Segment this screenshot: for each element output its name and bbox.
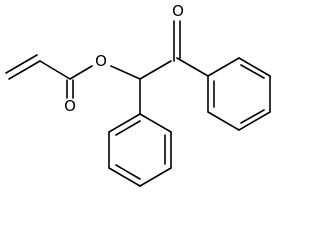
ring-inner-double-bond (115, 120, 141, 136)
methine-center (139, 60, 172, 115)
ring-bond (238, 111, 271, 131)
ketone-to-phenyl-bond (176, 57, 209, 77)
ring-bond (207, 111, 240, 131)
ring-inner-double-bond (115, 164, 141, 180)
ring-bond (108, 113, 141, 133)
ester-oxygen-label: O (95, 52, 107, 70)
ring-bond (238, 57, 271, 77)
ring-bond (139, 113, 172, 133)
phenyl-ring-lower (108, 113, 172, 187)
vinyl-group (5, 54, 71, 80)
carbonyl-to-ester-oxygen-bond (69, 65, 93, 80)
ring-bond (108, 167, 141, 187)
vinyl-double-bond-outer (5, 54, 38, 74)
ketone-oxygen-label: O (172, 2, 184, 20)
ring-inner-double-bond (240, 64, 265, 79)
vinyl-to-carbonyl-bond (39, 60, 71, 80)
ester-oxygen-to-methine-bond (110, 65, 141, 80)
ring-bond (139, 167, 172, 187)
ester-linkage: O (69, 52, 141, 80)
ketone-group: O (172, 2, 209, 77)
acrylate-carbonyl: O (64, 79, 76, 115)
vinyl-double-bond-inner (8, 60, 41, 80)
ester-carbonyl-oxygen-label: O (64, 97, 76, 115)
ring-bond (207, 57, 240, 77)
methine-to-ketone-bond (139, 60, 172, 80)
ring-inner-double-bond (240, 109, 265, 124)
chemical-structure-drawing: O O O (5, 2, 271, 187)
phenyl-ring-right (207, 57, 271, 131)
